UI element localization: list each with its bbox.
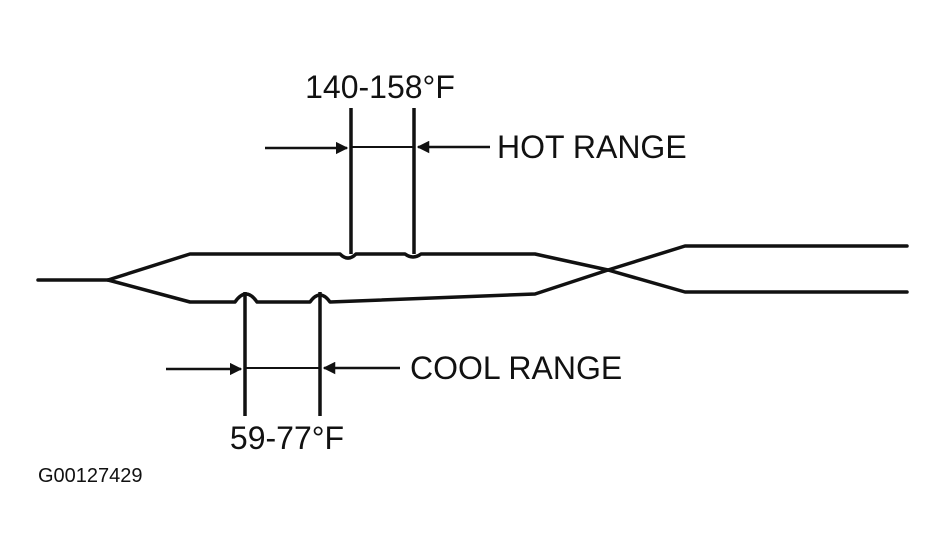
- cool-range-label: COOL RANGE: [410, 350, 622, 386]
- cool-range-temperature: 59-77°F: [230, 420, 344, 456]
- hot-range-label: HOT RANGE: [497, 129, 687, 165]
- strip-upper-edge: [106, 244, 909, 282]
- figure-id: G00127429: [38, 465, 143, 487]
- hot-range-temperature: 140-158°F: [305, 69, 455, 105]
- hot-range-markers: [265, 108, 490, 254]
- cool-range-markers: [166, 292, 400, 416]
- strip-outline: [36, 244, 909, 304]
- strip-lower-edge: [106, 268, 909, 304]
